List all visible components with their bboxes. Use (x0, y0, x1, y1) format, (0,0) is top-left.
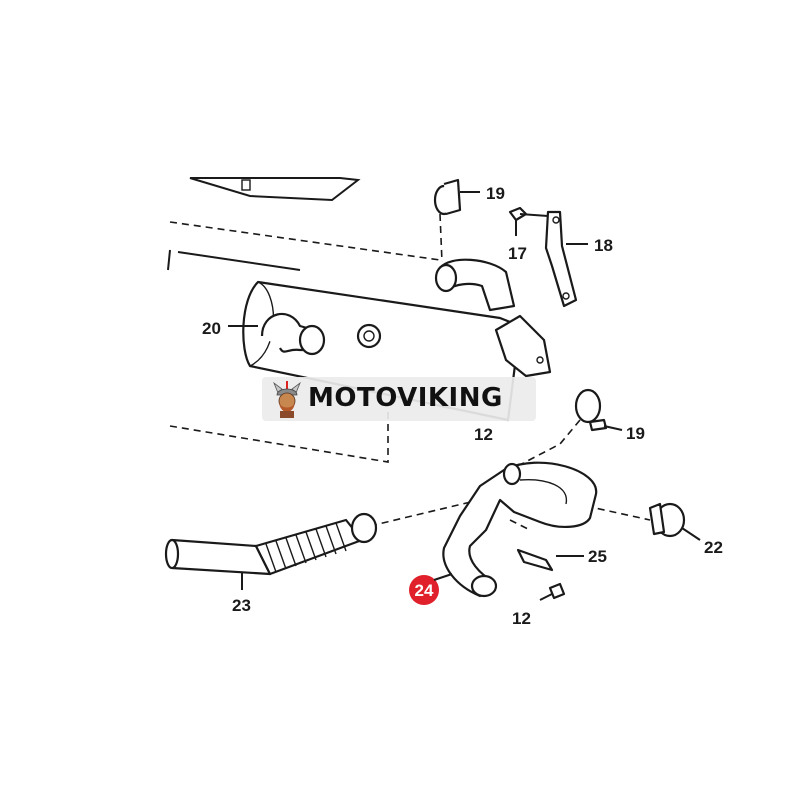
tail-pipe-upper (434, 258, 516, 312)
callout-23: 23 (232, 596, 251, 615)
clamp-22 (648, 502, 701, 541)
bracket-18 (544, 210, 588, 308)
bracket-25 (516, 548, 584, 572)
callout-12-upper: 12 (474, 425, 493, 444)
bolt-17 (508, 206, 549, 222)
callout-20: 20 (202, 319, 221, 338)
watermark-banner: MOTOVIKING (262, 377, 536, 421)
flex-pipe-23 (164, 512, 378, 590)
callout-19-lower: 19 (626, 424, 645, 443)
watermark-text: MOTOVIKING (308, 383, 503, 413)
callout-22: 22 (704, 538, 723, 557)
callout-24: 24 (415, 581, 434, 600)
exhaust-tube-24 (442, 461, 598, 598)
callout-25: 25 (588, 547, 607, 566)
engine-housing (167, 177, 361, 271)
callout-12-lower: 12 (512, 609, 531, 628)
bolt-12-lower (539, 582, 566, 601)
clamp-19-upper (433, 178, 462, 216)
callout-17: 17 (508, 244, 527, 263)
callout-18: 18 (594, 236, 613, 255)
leader-lines (228, 191, 517, 327)
flex-pipe-bellows (265, 522, 347, 573)
viking-logo (273, 381, 301, 418)
callout-19-upper: 19 (486, 184, 505, 203)
muffler-bracket (494, 314, 552, 378)
clamp-19-lower (574, 388, 623, 432)
callout-24-highlight: 24 (409, 573, 453, 605)
